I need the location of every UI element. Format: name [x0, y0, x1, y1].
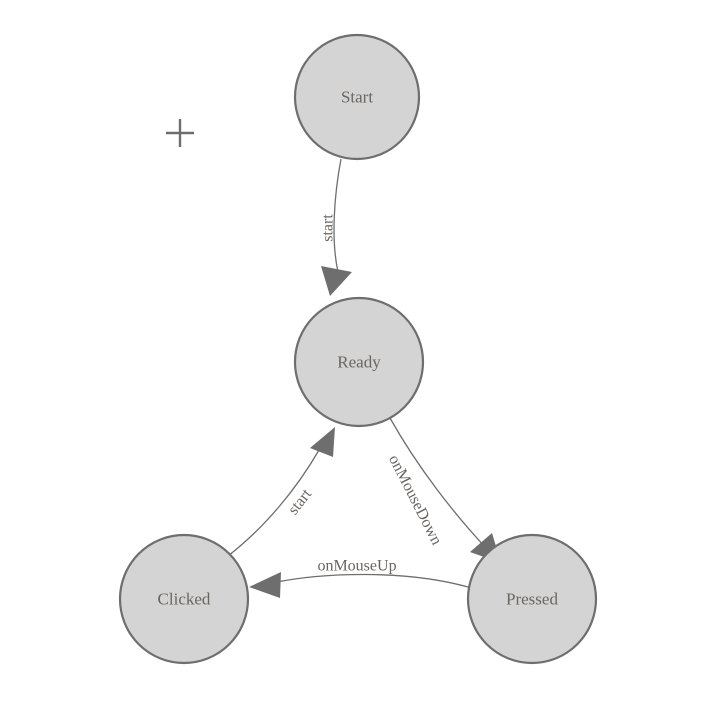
node-circle	[293, 296, 425, 428]
node-start[interactable]: Start	[293, 33, 421, 161]
node-ready[interactable]: Ready	[293, 296, 425, 428]
edge-path	[389, 417, 488, 550]
edge-pressed-to-clicked[interactable]: onMouseUp	[249, 558, 469, 599]
edge-start-to-ready[interactable]: start	[320, 158, 353, 296]
arrowhead-icon	[321, 266, 352, 296]
node-label-clicked: Clicked	[158, 590, 211, 609]
edge-ready-to-pressed[interactable]: onMouseDown	[385, 417, 501, 563]
edge-path	[227, 449, 320, 557]
node-label-pressed: Pressed	[506, 590, 558, 609]
node-circle	[118, 533, 250, 665]
edge-path	[333, 158, 342, 273]
edge-label-start-to-ready: start	[320, 214, 337, 242]
node-pressed[interactable]: Pressed	[466, 533, 598, 665]
arrowhead-icon	[249, 572, 281, 598]
node-label-ready: Ready	[337, 353, 381, 372]
plus-marker-icon	[166, 119, 194, 147]
edge-label-ready-to-pressed: onMouseDown	[385, 452, 445, 548]
edge-label-pressed-to-clicked: onMouseUp	[317, 558, 396, 575]
node-circle	[293, 33, 421, 161]
arrowhead-icon	[310, 427, 335, 457]
node-clicked[interactable]: Clicked	[118, 533, 250, 665]
edge-label-clicked-to-ready: start	[285, 485, 316, 518]
edge-clicked-to-ready[interactable]: start	[227, 427, 335, 557]
node-circle	[466, 533, 598, 665]
edge-path	[271, 573, 469, 588]
node-label-start: Start	[341, 88, 373, 107]
